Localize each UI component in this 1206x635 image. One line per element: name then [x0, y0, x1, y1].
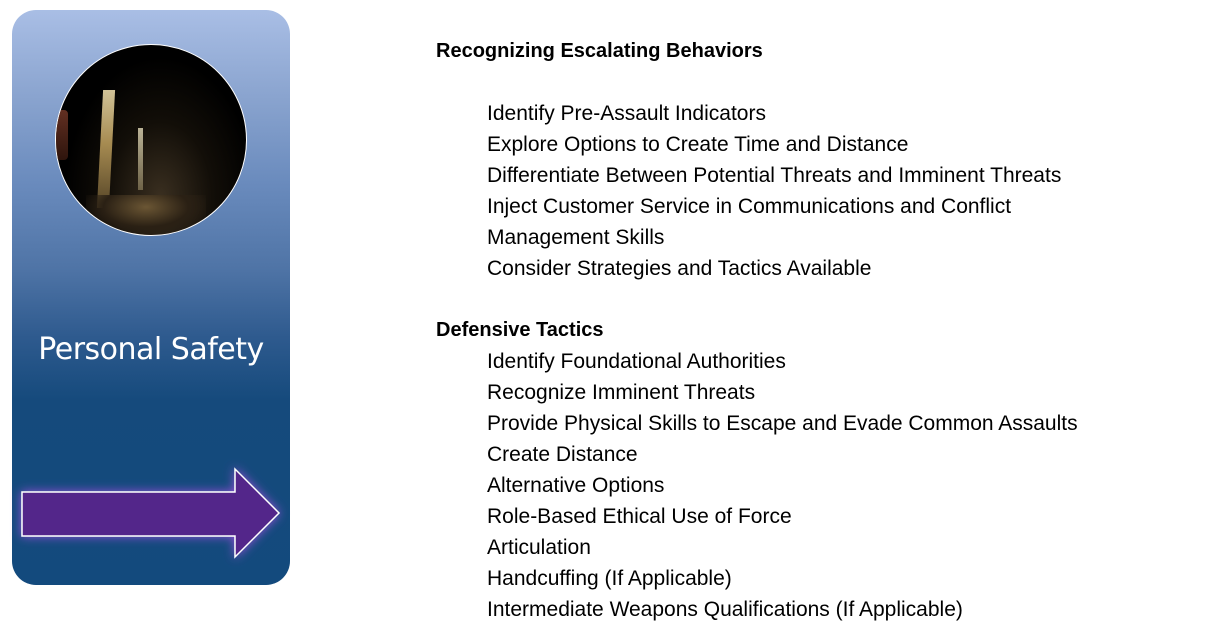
content-area: Recognizing Escalating Behaviors Identif…: [436, 36, 1196, 625]
list-item: Inject Customer Service in Communication…: [487, 195, 1012, 218]
photo-figure: [56, 110, 68, 160]
section-list: Identify Pre-Assault Indicators Explore …: [436, 98, 1196, 284]
dark-alley-photo: [55, 44, 247, 236]
list-item: Management Skills: [487, 226, 665, 249]
list-item: Articulation: [487, 536, 591, 559]
section-heading: Recognizing Escalating Behaviors: [436, 40, 763, 62]
list-item: Create Distance: [487, 443, 638, 466]
list-item: Handcuffing (If Applicable): [487, 567, 732, 590]
section-defensive-tactics: Defensive Tactics Identify Foundational …: [436, 315, 1196, 625]
right-arrow-icon: [21, 467, 281, 559]
list-item: Differentiate Between Potential Threats …: [487, 164, 1062, 187]
photo-light-beam: [96, 90, 116, 208]
list-item: Identify Pre-Assault Indicators: [487, 102, 766, 125]
list-item: Provide Physical Skills to Escape and Ev…: [487, 412, 1078, 435]
photo-light-beam-distant: [138, 128, 143, 190]
list-item: Explore Options to Create Time and Dista…: [487, 133, 909, 156]
panel-title: Personal Safety: [38, 332, 264, 367]
side-panel: Personal Safety: [12, 10, 290, 585]
list-item: Intermediate Weapons Qualifications (If …: [487, 598, 963, 621]
section-recognizing-escalating-behaviors: Recognizing Escalating Behaviors Identif…: [436, 36, 1196, 284]
section-heading: Defensive Tactics: [436, 319, 604, 341]
list-item: Recognize Imminent Threats: [487, 381, 756, 404]
section-list: Identify Foundational Authorities Recogn…: [436, 346, 1196, 625]
list-item: Role-Based Ethical Use of Force: [487, 505, 792, 528]
list-item: Consider Strategies and Tactics Availabl…: [487, 257, 872, 280]
list-item: Alternative Options: [487, 474, 665, 497]
photo-lit-floor: [86, 195, 206, 235]
list-item: Identify Foundational Authorities: [487, 350, 786, 373]
